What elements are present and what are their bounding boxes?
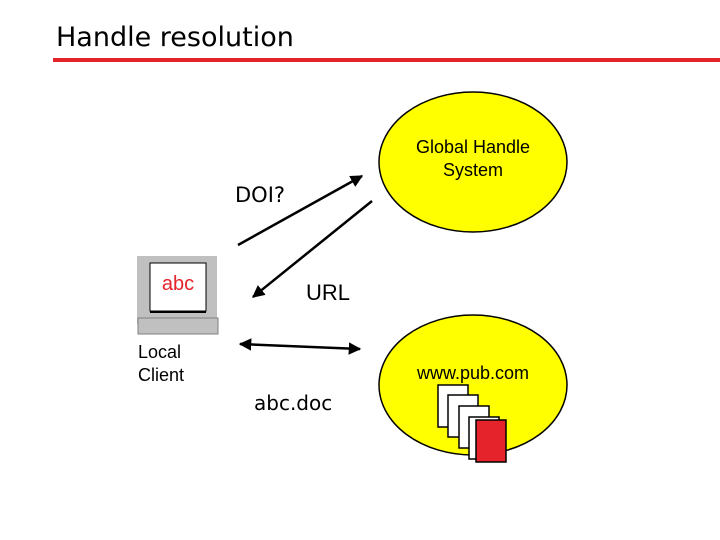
- document-stack-icon: [437, 384, 507, 463]
- request-arrow: [237, 174, 364, 247]
- local-client-label: Local Client: [138, 342, 185, 385]
- document-label: abc.doc: [254, 391, 333, 415]
- global-handle-system-label: Global Handle System: [415, 137, 531, 180]
- global-handle-system-node: [378, 91, 568, 233]
- screen-text: abc: [161, 273, 195, 295]
- computer-icon: [137, 256, 219, 335]
- publisher-server-label: www.pub.com: [416, 363, 530, 383]
- request-label: DOI?: [235, 183, 286, 207]
- document-arrow: [238, 338, 362, 355]
- slide-title: Handle resolution: [56, 22, 294, 53]
- response-label: URL: [306, 280, 351, 305]
- title-underline: [53, 58, 720, 62]
- response-arrow: [252, 200, 373, 298]
